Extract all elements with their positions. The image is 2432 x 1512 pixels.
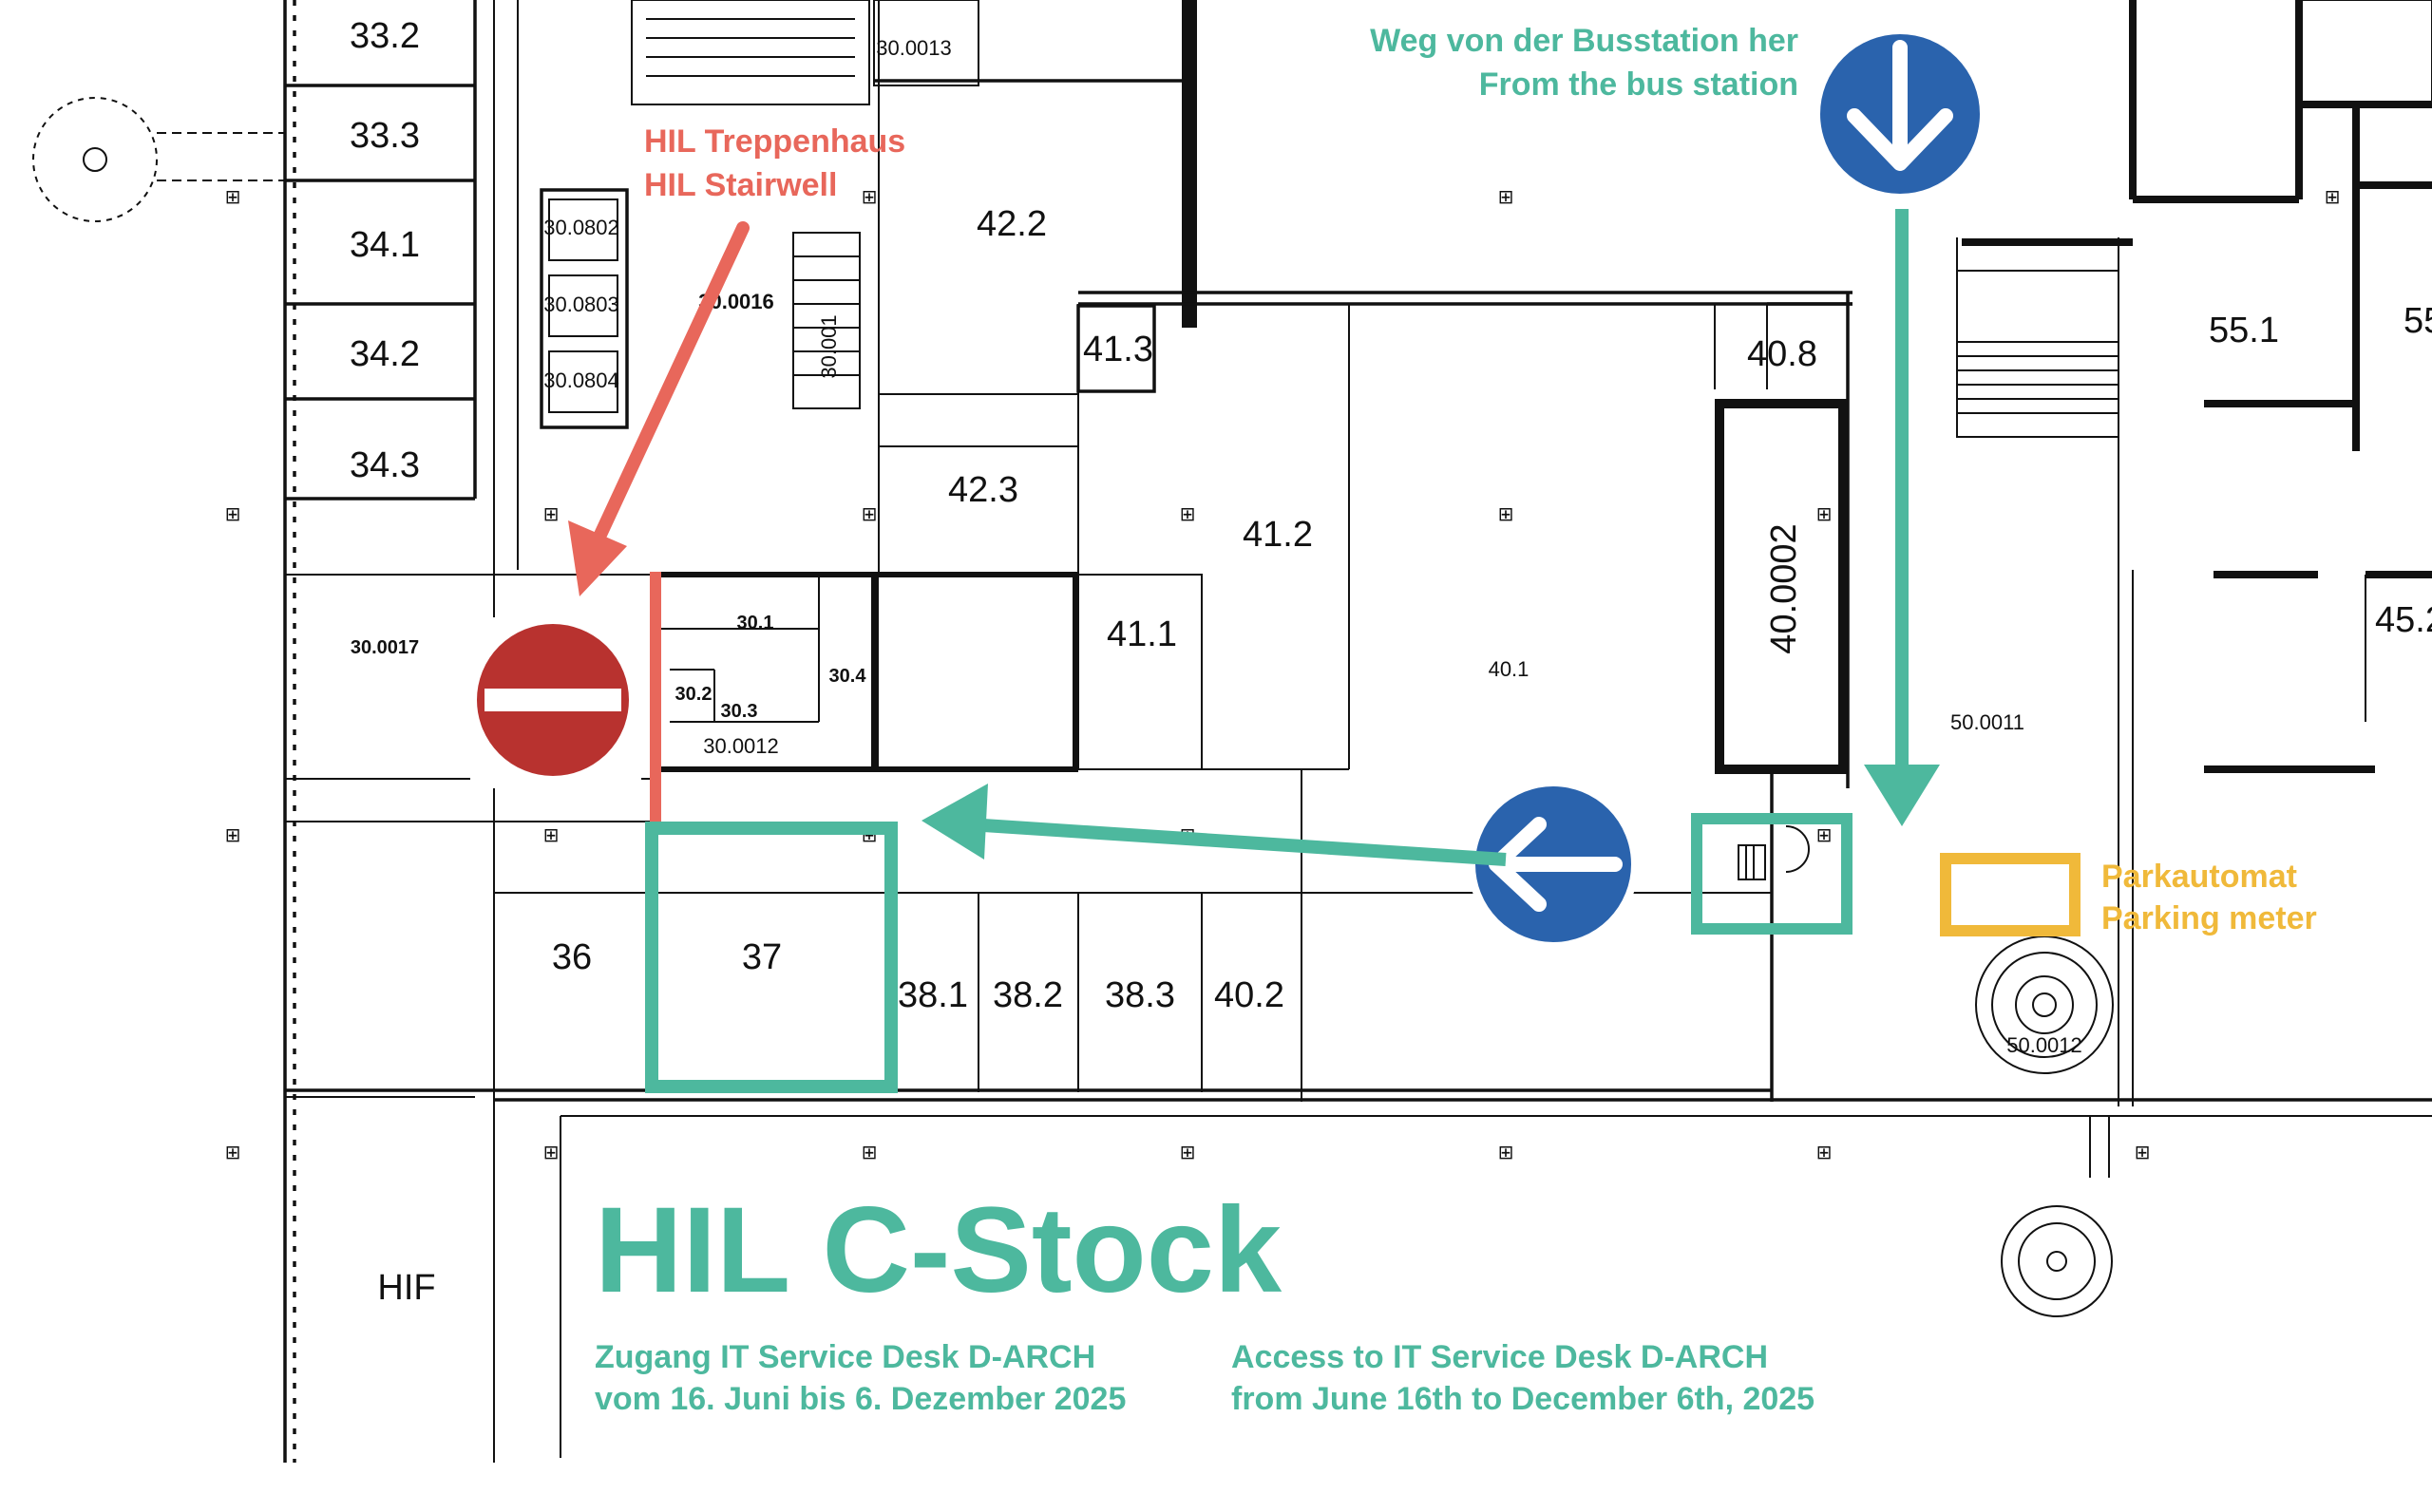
svg-text:⊞: ⊞ [1180,502,1196,525]
svg-text:⊞: ⊞ [225,502,241,525]
svg-text:⊞: ⊞ [1816,823,1833,846]
room-45-2: 45.2 [2375,600,2432,640]
room-40-2: 40.2 [1214,975,1284,1015]
room-30-0013: 30.0013 [876,36,952,60]
room-33-2: 33.2 [350,16,420,56]
arrow-down-glyph [1847,40,1953,171]
room-38-3: 38.3 [1105,975,1175,1015]
svg-text:⊞: ⊞ [543,502,560,525]
room-41-3: 41.3 [1083,330,1153,369]
room-labels: 33.2 33.3 34.1 34.2 34.3 30.0013 30.0802… [350,16,2432,1308]
route-left-line [968,818,1507,866]
room-34-3: 34.3 [350,445,420,485]
room-30-0804: 30.0804 [543,369,619,392]
room-34-1: 34.1 [350,225,420,265]
room-30-001: 30.001 [817,314,841,378]
room-40-8: 40.8 [1747,334,1817,374]
svg-text:⊞: ⊞ [862,1141,878,1163]
parking-meter: Parkautomat Parking meter [1940,853,2317,936]
info-en-line2: from June 16th to December 6th, 2025 [1231,1381,1814,1417]
room-41-2: 41.2 [1243,515,1313,555]
svg-text:⊞: ⊞ [225,1141,241,1163]
stairwell-label-en: HIL Stairwell [644,167,837,203]
svg-text:⊞: ⊞ [1180,1141,1196,1163]
room-36: 36 [552,937,592,977]
room-50-0012: 50.0012 [2006,1033,2082,1057]
svg-text:⊞: ⊞ [225,823,241,846]
room-40-0002: 40.0002 [1764,523,1804,653]
room-30-2: 30.2 [675,684,712,705]
floor-plan-walls [32,0,2432,1463]
room-42-2: 42.2 [977,204,1047,244]
info-en-line1: Access to IT Service Desk D-ARCH [1231,1339,1768,1375]
info-de-line1: Zugang IT Service Desk D-ARCH [595,1339,1095,1375]
service-desk-room-highlight [645,822,898,1093]
route-label-en: From the bus station [1479,66,1798,103]
room-38-2: 38.2 [993,975,1063,1015]
room-30-0803: 30.0803 [543,293,619,316]
room-30-0012: 30.0012 [703,734,779,758]
svg-text:⊞: ⊞ [543,1141,560,1163]
stairwell-label-de: HIL Treppenhaus [644,123,905,160]
room-41-1: 41.1 [1107,614,1177,654]
room-55-3: 55.3 [2404,301,2432,341]
parking-label-de: Parkautomat [2101,859,2297,895]
room-30-0802: 30.0802 [543,216,619,239]
entrance-marker [1691,813,1852,935]
svg-text:⊞: ⊞ [1816,502,1833,525]
page-title: HIL C-Stock [595,1182,1282,1318]
room-38-1: 38.1 [898,975,968,1015]
room-30-1: 30.1 [737,613,774,633]
svg-text:⊞: ⊞ [1498,502,1514,525]
stairwell-route: HIL Treppenhaus HIL Stairwell [568,123,905,824]
room-40-1: 40.1 [1489,657,1530,681]
room-42-3: 42.3 [948,470,1018,510]
room-50-0011: 50.0011 [1950,710,2024,734]
room-37: 37 [742,937,782,977]
route-left-head [922,784,988,860]
room-33-3: 33.3 [350,116,420,156]
svg-text:⊞: ⊞ [2325,185,2341,208]
svg-text:⊞: ⊞ [225,185,241,208]
room-30-0017: 30.0017 [351,637,419,658]
svg-text:⊞: ⊞ [1816,1141,1833,1163]
svg-text:⊞: ⊞ [1498,1141,1514,1163]
no-entry-icon [470,617,641,788]
building-hif-label: HIF [377,1268,435,1308]
parking-meter-marker [1940,853,2080,936]
svg-text:⊞: ⊞ [1498,185,1514,208]
stairwell-arrow [587,221,750,556]
route-label-de: Weg von der Busstation her [1370,23,1798,59]
room-55-1: 55.1 [2209,311,2279,350]
svg-text:⊞: ⊞ [543,823,560,846]
title-block: HIL C-Stock Zugang IT Service Desk D-ARC… [595,1182,1814,1417]
info-de-line2: vom 16. Juni bis 6. Dezember 2025 [595,1381,1126,1417]
route-down-head [1864,765,1940,826]
room-30-3: 30.3 [721,701,758,722]
stairwell-arrow-head [568,520,627,596]
svg-text:⊞: ⊞ [2135,1141,2151,1163]
svg-text:⊞: ⊞ [862,502,878,525]
svg-text:⊞: ⊞ [862,185,878,208]
parking-label-en: Parking meter [2101,900,2317,936]
bus-route: Weg von der Busstation her From the bus … [645,23,1987,1093]
room-34-2: 34.2 [350,334,420,374]
room-30-4: 30.4 [829,666,867,687]
